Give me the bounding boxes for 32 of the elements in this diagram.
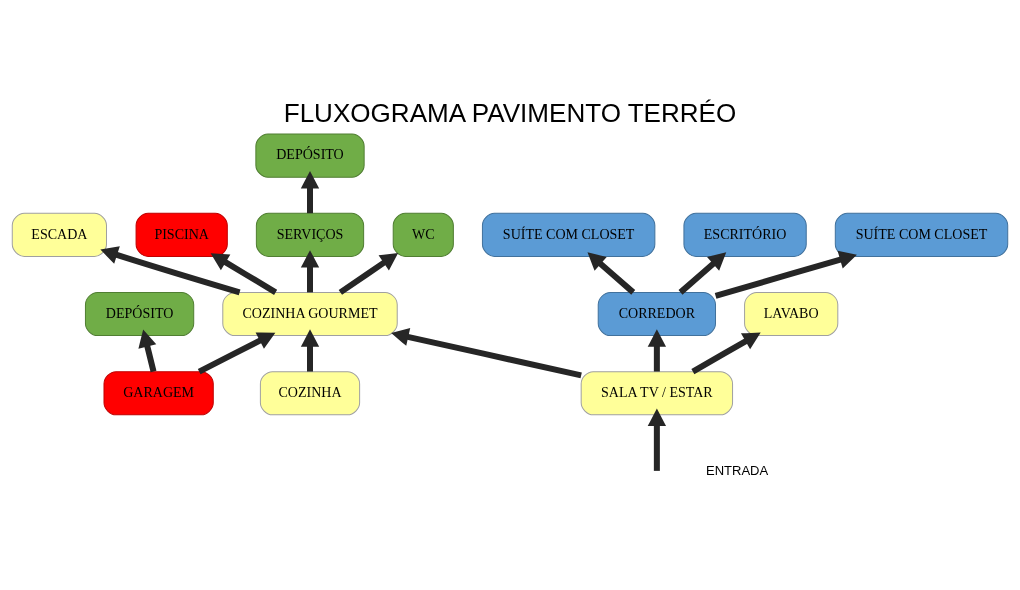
node-box: ESCRITÓRIO	[683, 212, 807, 257]
arrow	[300, 250, 320, 293]
node-box: SUÍTE COM CLOSET	[481, 212, 656, 257]
label: ENTRADA	[705, 463, 769, 479]
arrow	[300, 329, 320, 372]
arrow	[138, 329, 157, 373]
node-box: SERVIÇOS	[255, 212, 365, 257]
arrow	[691, 332, 761, 375]
node-box: SALA TV / ESTAR	[580, 371, 734, 416]
node-box: COZINHA	[259, 371, 361, 416]
arrow	[678, 252, 727, 295]
node-box: SUÍTE COM CLOSET	[834, 212, 1009, 257]
arrow	[100, 246, 241, 296]
arrow	[338, 252, 399, 295]
arrow	[647, 408, 667, 471]
node-box: WC	[392, 212, 454, 257]
diagram-title: FLUXOGRAMA PAVIMENTO TERRÉO	[283, 97, 737, 128]
node-box: LAVABO	[744, 292, 839, 337]
node-box: DEPÓSITO	[255, 133, 365, 178]
node-box: ESCADA	[11, 212, 107, 257]
arrow	[210, 253, 278, 295]
node-box: COZINHA GOURMET	[222, 292, 398, 337]
arrow	[300, 170, 320, 214]
node-box: DEPÓSITO	[84, 292, 195, 337]
arrow	[714, 250, 857, 299]
arrow	[647, 329, 667, 372]
arrow	[587, 252, 636, 295]
node-box: PISCINA	[135, 212, 228, 257]
arrow	[391, 327, 582, 379]
node-box: GARAGEM	[103, 371, 214, 416]
node-box: CORREDOR	[597, 292, 716, 337]
arrow	[197, 332, 276, 375]
